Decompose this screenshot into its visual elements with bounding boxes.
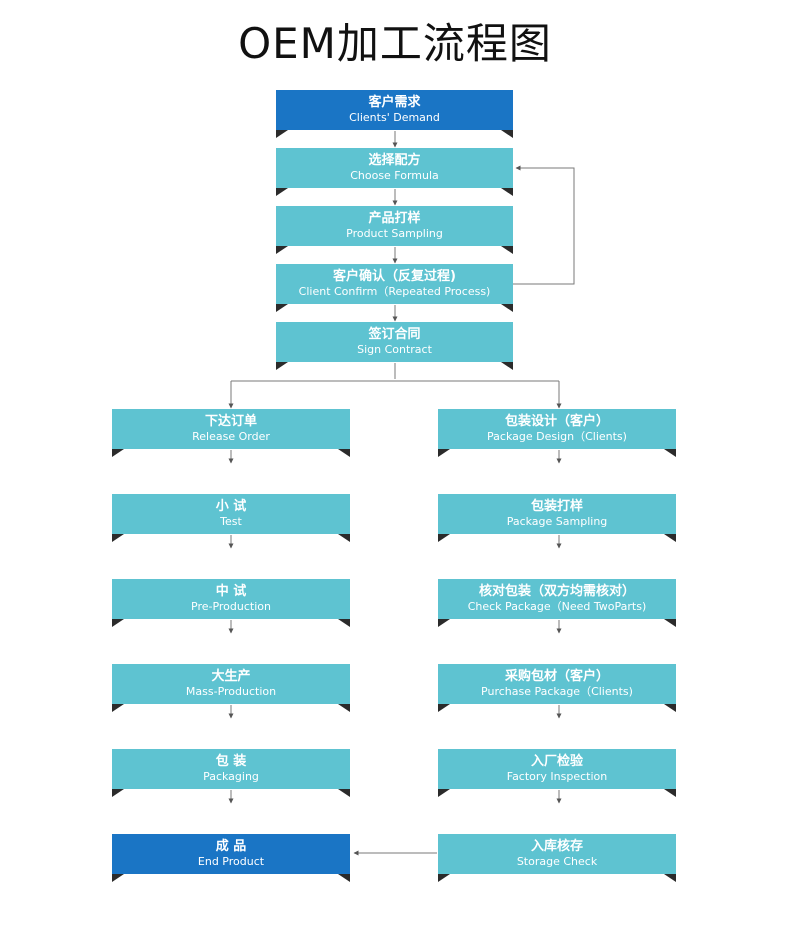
- step-package-sampling-zh: 包装打样: [530, 499, 583, 514]
- step-product-sampling-en: Product Sampling: [346, 227, 443, 241]
- fold-right-decoration: [664, 534, 676, 542]
- step-packaging-zh: 包 装: [215, 754, 247, 769]
- fold-right-decoration: [501, 130, 513, 138]
- fold-left-decoration: [276, 304, 288, 312]
- fold-right-decoration: [664, 874, 676, 882]
- step-test-en: Test: [220, 515, 242, 529]
- step-purchase-package: 采购包材（客户）Purchase Package（Clients): [438, 664, 676, 712]
- step-purchase-package-zh: 采购包材（客户）: [504, 669, 609, 684]
- fold-right-decoration: [664, 449, 676, 457]
- fold-left-decoration: [276, 130, 288, 138]
- fold-right-decoration: [664, 704, 676, 712]
- fold-left-decoration: [276, 246, 288, 254]
- step-pre-production-en: Pre-Production: [191, 600, 271, 614]
- step-check-package-en: Check Package（Need TwoParts): [467, 600, 647, 614]
- fold-right-decoration: [501, 362, 513, 370]
- fold-right-decoration: [664, 619, 676, 627]
- step-end-product-en: End Product: [197, 855, 265, 869]
- fold-right-decoration: [501, 246, 513, 254]
- step-package-sampling-en: Package Sampling: [506, 515, 608, 529]
- fold-left-decoration: [112, 449, 124, 457]
- step-mass-production-en: Mass-Production: [185, 685, 277, 699]
- step-storage-check-en: Storage Check: [516, 855, 598, 869]
- step-product-sampling-zh: 产品打样: [368, 211, 421, 226]
- step-sign-contract-zh: 签订合同: [368, 327, 421, 342]
- fold-right-decoration: [664, 789, 676, 797]
- step-client-confirm-zh: 客户确认（反复过程): [333, 269, 456, 284]
- step-package-design-zh: 包装设计（客户）: [504, 414, 609, 429]
- fold-right-decoration: [338, 449, 350, 457]
- step-pre-production-zh: 中 试: [215, 584, 247, 599]
- step-sign-contract-en: Sign Contract: [357, 343, 432, 357]
- fold-left-decoration: [112, 874, 124, 882]
- diagram-title: OEM加工流程图: [238, 19, 552, 68]
- fold-left-decoration: [112, 789, 124, 797]
- step-check-package-zh: 核对包装（双方均需核对）: [478, 584, 635, 599]
- step-mass-production-zh: 大生产: [211, 669, 251, 684]
- step-storage-check-zh: 入库核存: [530, 839, 583, 854]
- step-check-package: 核对包装（双方均需核对）Check Package（Need TwoParts): [438, 579, 676, 627]
- step-test-zh: 小 试: [215, 499, 247, 514]
- fold-left-decoration: [438, 534, 450, 542]
- arrow-feedback-loop: [513, 165, 575, 285]
- fold-right-decoration: [338, 789, 350, 797]
- step-purchase-package-en: Purchase Package（Clients): [481, 685, 633, 699]
- step-end-product-zh: 成 品: [215, 839, 247, 854]
- fold-left-decoration: [438, 874, 450, 882]
- step-client-confirm: 客户确认（反复过程)Client Confirm（Repeated Proces…: [276, 264, 513, 312]
- fold-right-decoration: [338, 704, 350, 712]
- fold-right-decoration: [501, 304, 513, 312]
- fold-right-decoration: [338, 874, 350, 882]
- fold-left-decoration: [112, 534, 124, 542]
- fold-left-decoration: [438, 704, 450, 712]
- step-release-order-zh: 下达订单: [204, 414, 257, 429]
- fold-right-decoration: [501, 188, 513, 196]
- fold-left-decoration: [112, 619, 124, 627]
- step-choose-formula-zh: 选择配方: [368, 153, 421, 168]
- step-factory-inspection-en: Factory Inspection: [506, 770, 608, 784]
- fold-right-decoration: [338, 534, 350, 542]
- fold-left-decoration: [276, 188, 288, 196]
- fold-left-decoration: [112, 704, 124, 712]
- fold-right-decoration: [338, 619, 350, 627]
- step-choose-formula-en: Choose Formula: [350, 169, 439, 183]
- step-package-design: 包装设计（客户）Package Design（Clients): [438, 409, 676, 457]
- step-factory-inspection-zh: 入厂检验: [530, 754, 583, 769]
- step-clients-demand-en: Clients' Demand: [349, 111, 440, 125]
- fold-left-decoration: [438, 449, 450, 457]
- fold-left-decoration: [276, 362, 288, 370]
- step-client-confirm-en: Client Confirm（Repeated Process): [298, 285, 491, 299]
- step-packaging-en: Packaging: [203, 770, 259, 784]
- fold-left-decoration: [438, 619, 450, 627]
- fold-left-decoration: [438, 789, 450, 797]
- step-clients-demand-zh: 客户需求: [368, 95, 421, 110]
- step-package-design-en: Package Design（Clients): [487, 430, 627, 444]
- step-release-order-en: Release Order: [192, 430, 270, 444]
